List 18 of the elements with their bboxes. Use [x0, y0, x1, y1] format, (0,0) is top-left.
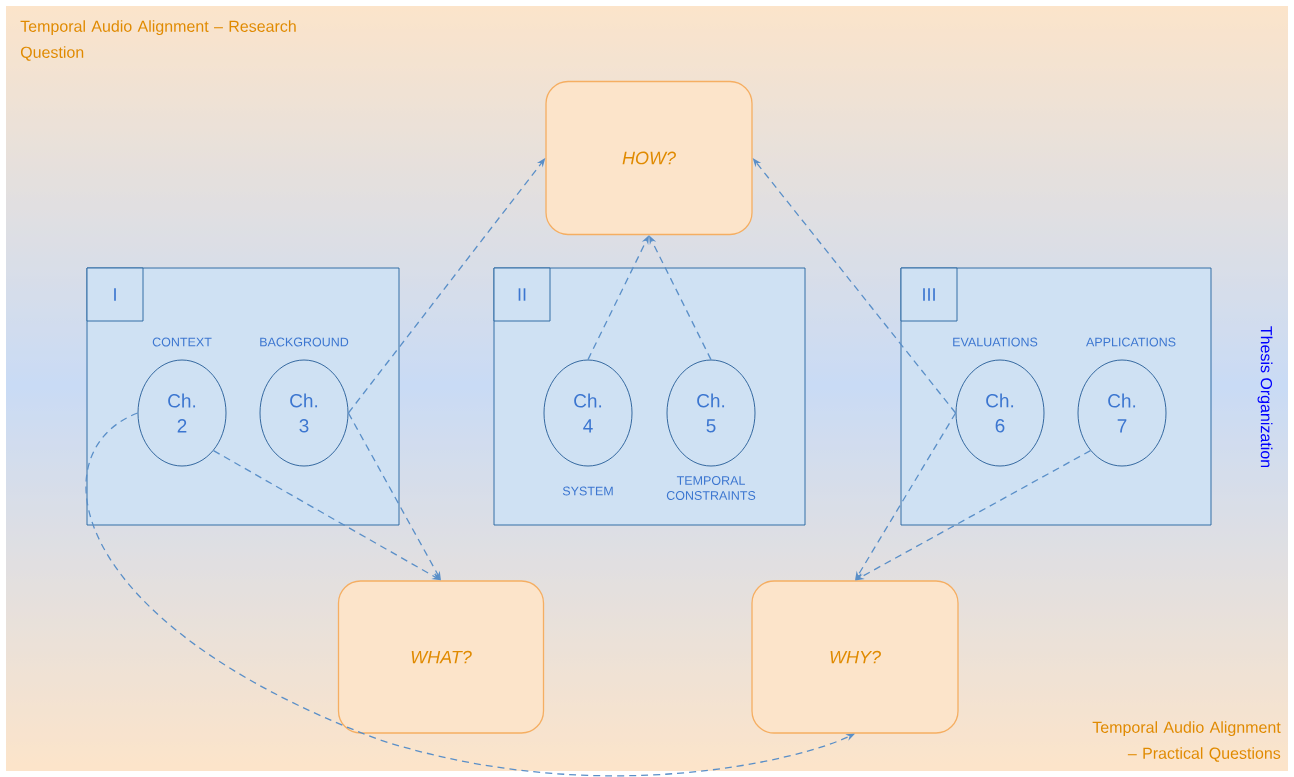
- chapter-caption: SYSTEM: [562, 486, 613, 496]
- chapter-caption: TEMPORAL CONSTRAINTS: [666, 476, 756, 500]
- chapter-caption: APPLICATIONS: [1086, 337, 1176, 347]
- part-number-box: I: [86, 267, 144, 322]
- chapter-caption: CONTEXT: [152, 337, 212, 347]
- dashed-arrow: [212, 449, 441, 581]
- dashed-arrow: [85, 412, 855, 777]
- page-heading: Temporal Audio Alignment – Research Question: [20, 20, 296, 61]
- part-number-box: III: [900, 267, 958, 322]
- question-box: WHAT?: [337, 580, 545, 734]
- corner-heading: Temporal Audio Alignment – Practical Questions: [1092, 721, 1281, 762]
- dashed-arrow: [855, 449, 1092, 581]
- side-heading: Thesis Organization: [1257, 326, 1273, 468]
- chapter-caption: BACKGROUND: [260, 337, 349, 347]
- chapter-caption: EVALUATIONS: [953, 337, 1038, 347]
- question-box: HOW?: [545, 80, 753, 236]
- part-number-box: II: [493, 267, 551, 322]
- question-box: WHY?: [751, 580, 959, 734]
